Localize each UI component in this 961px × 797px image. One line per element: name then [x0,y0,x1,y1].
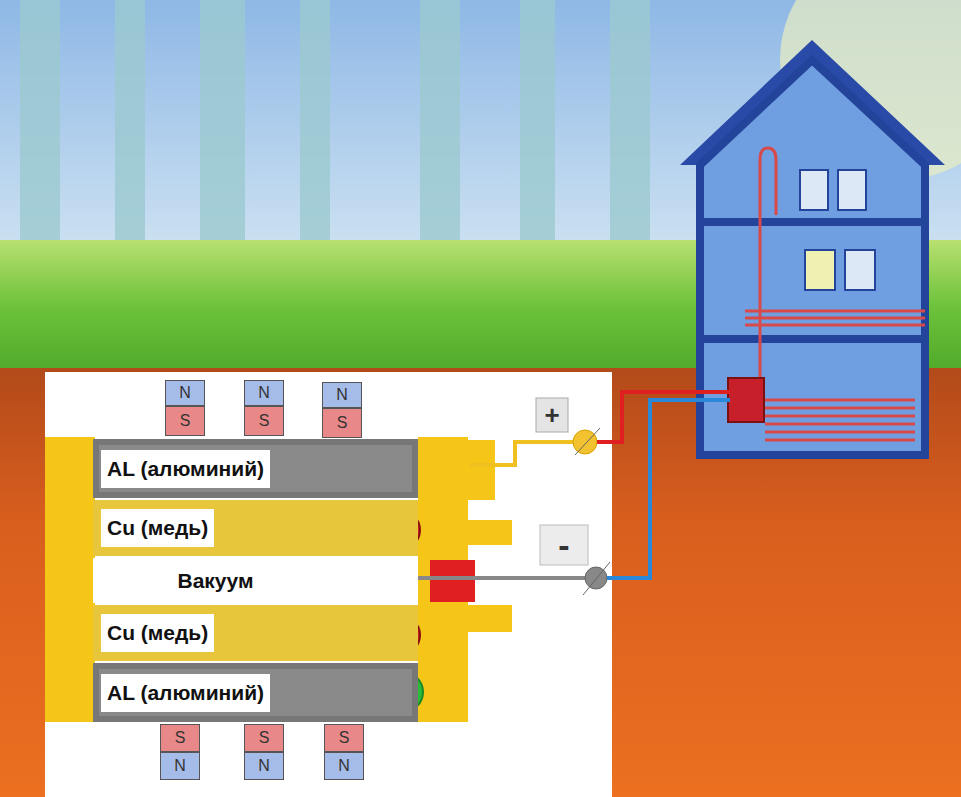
magnet-pole: N [322,382,362,408]
metal-plate: AL (алюминий) [93,439,418,498]
magnet-pole: S [160,724,200,752]
magnet-pole: N [324,752,364,780]
terminal-sign: - [540,525,588,565]
layer-label: AL (алюминий) [101,450,270,488]
metal-plate: Cu (медь) [93,500,418,556]
vacuum-layer: Вакуум [93,558,418,603]
terminal-sign: + [536,398,568,432]
magnet-pole: S [322,408,362,438]
metal-plate: AL (алюминий) [93,663,418,722]
pole-letter: S [337,414,348,432]
pole-letter: S [259,412,270,430]
magnet-pole: S [244,406,284,436]
magnet-pole: N [165,380,205,406]
pole-letter: N [179,384,191,402]
layer-label: Вакуум [178,569,254,593]
layer-label: AL (алюминий) [101,674,270,712]
magnet-pole: N [244,380,284,406]
layer-label: Cu (медь) [101,509,214,547]
pole-letter: S [175,729,186,747]
magnet-pole: N [160,752,200,780]
pole-letter: S [180,412,191,430]
magnet-pole: N [244,752,284,780]
pole-letter: N [258,384,270,402]
pole-letter: N [336,386,348,404]
layer-label: Cu (медь) [101,614,214,652]
pole-letter: S [259,729,270,747]
magnet-pole: S [165,406,205,436]
pole-letter: N [338,757,350,775]
magnet-pole: S [244,724,284,752]
pole-letter: S [339,729,350,747]
metal-plate: Cu (медь) [93,605,418,661]
pole-letter: N [258,757,270,775]
pole-letter: N [174,757,186,775]
magnet-pole: S [324,724,364,752]
